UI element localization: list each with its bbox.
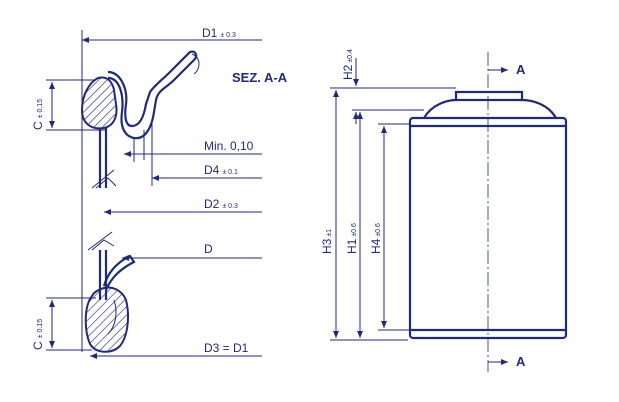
d3-label: D3 = D1 bbox=[204, 341, 249, 355]
can-elevation: A A H2±0.4 H3±1 H1±0.6 H4±0.6 bbox=[320, 49, 568, 372]
top-break-mark bbox=[91, 169, 115, 189]
section-a-top-label: A bbox=[516, 62, 526, 77]
d2-label: D2± 0.3 bbox=[204, 197, 238, 211]
min-label: Min. 0,10 bbox=[204, 139, 254, 153]
top-wall bbox=[98, 128, 108, 188]
bottom-bead-inner bbox=[107, 299, 117, 335]
section-a-bottom-label: A bbox=[516, 354, 526, 369]
top-break-zig bbox=[95, 177, 117, 189]
bottom-flange bbox=[102, 254, 136, 291]
bottom-seam-bead bbox=[84, 286, 129, 353]
c-bottom-label: C± 0.15 bbox=[31, 319, 45, 350]
h2-label: H2±0.4 bbox=[341, 49, 355, 80]
bottom-break-zig bbox=[91, 239, 115, 251]
c-top-label: C± 0.15 bbox=[31, 99, 45, 130]
d4-label: D4± 0.1 bbox=[204, 163, 238, 177]
bottom-break-mark bbox=[87, 231, 113, 251]
section-title: SEZ. A-A bbox=[232, 70, 288, 85]
flange-tip bbox=[191, 53, 200, 75]
h1-label: H1±0.6 bbox=[345, 223, 359, 254]
h4-label: H4±0.6 bbox=[369, 223, 383, 254]
top-seam-bead bbox=[80, 76, 118, 130]
d1-label: D1± 0.3 bbox=[202, 26, 236, 40]
top-curl-profile bbox=[107, 50, 198, 140]
section-detail: D1± 0.3 Min. 0,10 D4± 0.1 D2± 0.3 D D3 =… bbox=[31, 26, 288, 359]
h3-label: H3±1 bbox=[320, 229, 334, 254]
d-label: D bbox=[204, 242, 213, 256]
can-dome bbox=[423, 90, 557, 119]
